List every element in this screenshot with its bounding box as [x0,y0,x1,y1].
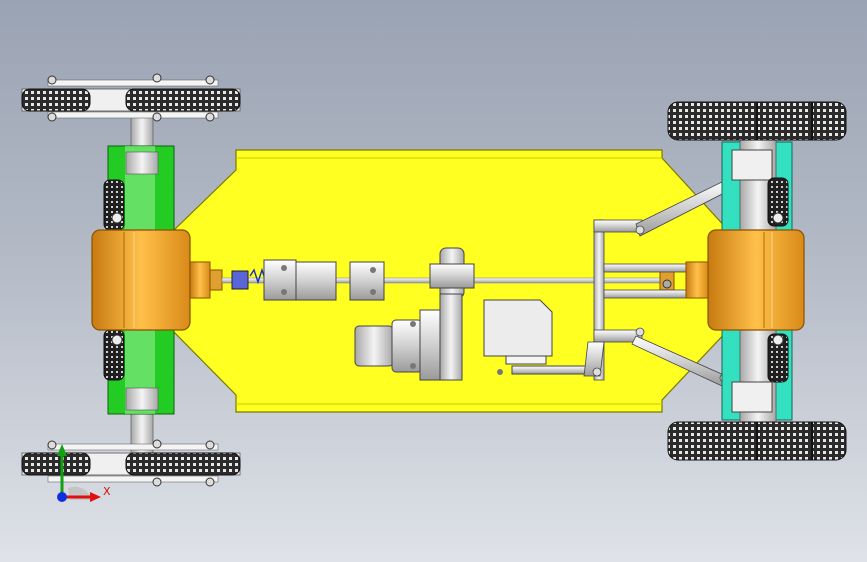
rear-axle-assembly[interactable] [685,139,805,423]
rear-inner-wheel-bottom [767,333,789,383]
front-bottom-wheel-bar[interactable] [21,439,241,487]
z-axis-dot-icon [57,492,67,502]
shaft-coupling-1 [263,259,297,301]
drive-shaft[interactable] [221,247,675,301]
rear-motor-housing [707,229,805,331]
coordinate-triad [57,444,101,502]
front-top-wheel-bar[interactable] [21,73,241,122]
controller-box[interactable] [483,299,593,375]
rear-top-tire[interactable] [667,101,847,141]
front-axle-assembly[interactable] [91,107,223,459]
shaft-coupling-2 [349,261,385,301]
front-motor-housing [91,229,191,331]
rear-bottom-tire[interactable] [667,421,847,461]
x-axis-label: X [103,485,111,498]
shaft-spacer [231,270,249,290]
rear-inner-wheel-top [767,177,789,227]
gearbox-motor[interactable] [354,293,463,381]
